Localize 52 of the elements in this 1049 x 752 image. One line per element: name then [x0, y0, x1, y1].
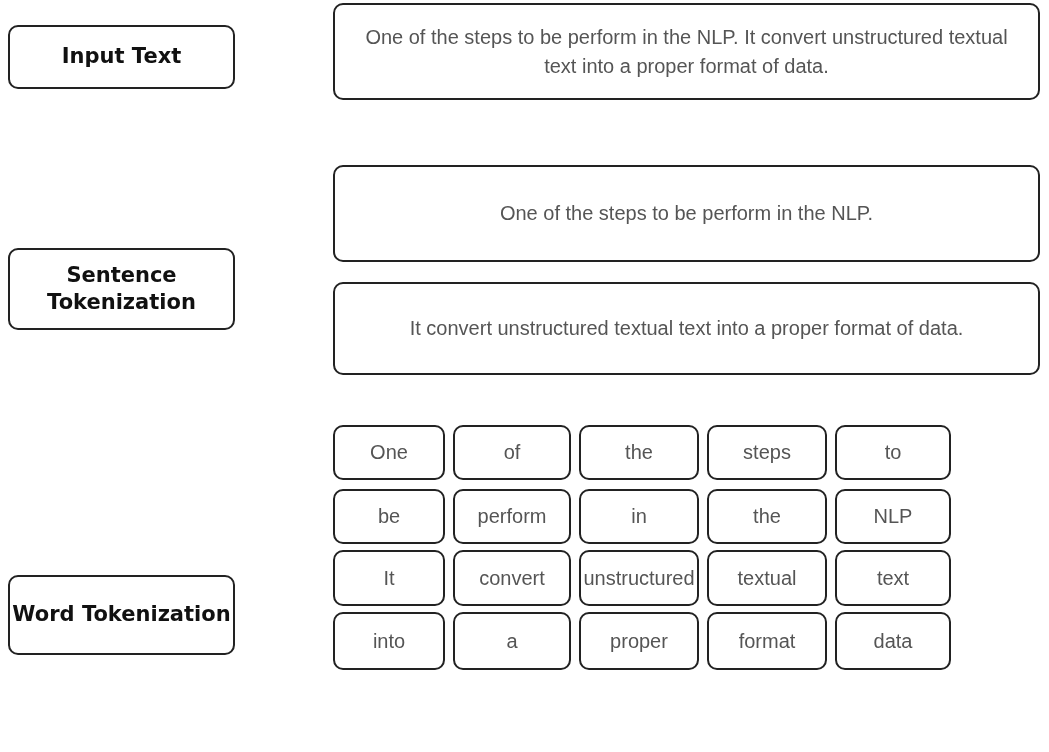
token-text: in [631, 504, 647, 529]
token-box [835, 489, 951, 544]
token-box [453, 489, 571, 544]
token-box [333, 550, 445, 606]
token-box [579, 489, 699, 544]
token-text: It [383, 565, 395, 591]
token-text: One [370, 440, 408, 465]
token-text: convert [479, 565, 545, 591]
token-box [579, 612, 699, 670]
token-box [707, 489, 827, 544]
token-box [333, 489, 445, 544]
token-text: format [738, 628, 796, 654]
token-text: a [506, 628, 518, 654]
token-text: to [884, 440, 902, 465]
token-box [835, 612, 951, 670]
step-label-box [8, 248, 235, 330]
token-text: unstructured [583, 565, 695, 591]
token-text: proper [610, 628, 668, 654]
token-text: textual [737, 565, 797, 591]
text-box [333, 282, 1040, 375]
step-label-box [8, 575, 235, 655]
token-box [579, 425, 699, 480]
token-box [707, 425, 827, 480]
token-text: into [372, 628, 406, 654]
token-text: of [503, 440, 521, 465]
token-text: the [625, 440, 653, 465]
token-text: perform [477, 504, 547, 529]
sentence-text: It convert unstructured textual text into a proper format of data. [409, 316, 964, 341]
token-box [453, 550, 571, 606]
sentence-text: One of the steps to be perform in the NLP. It convert unstructured textual text into a proper format of data. [364, 24, 1009, 79]
step-label-box [8, 25, 235, 89]
token-box [333, 425, 445, 480]
token-box [707, 612, 827, 670]
token-text: the [753, 504, 781, 529]
token-box [579, 550, 699, 606]
token-box [835, 550, 951, 606]
token-box [707, 550, 827, 606]
text-box [333, 165, 1040, 262]
token-text: text [876, 565, 910, 591]
token-box [453, 612, 571, 670]
text-box [333, 3, 1040, 100]
token-box [835, 425, 951, 480]
step-label: Input Text [61, 43, 182, 71]
token-box [333, 612, 445, 670]
token-text: be [377, 504, 401, 529]
token-box [453, 425, 571, 480]
token-text: NLP [873, 504, 913, 529]
step-label: Word Tokenization [12, 601, 231, 629]
token-text: steps [743, 440, 791, 465]
token-text: data [873, 628, 913, 654]
step-label: Sentence Tokenization [46, 261, 197, 316]
sentence-text: One of the steps to be perform in the NLP. [499, 201, 874, 226]
